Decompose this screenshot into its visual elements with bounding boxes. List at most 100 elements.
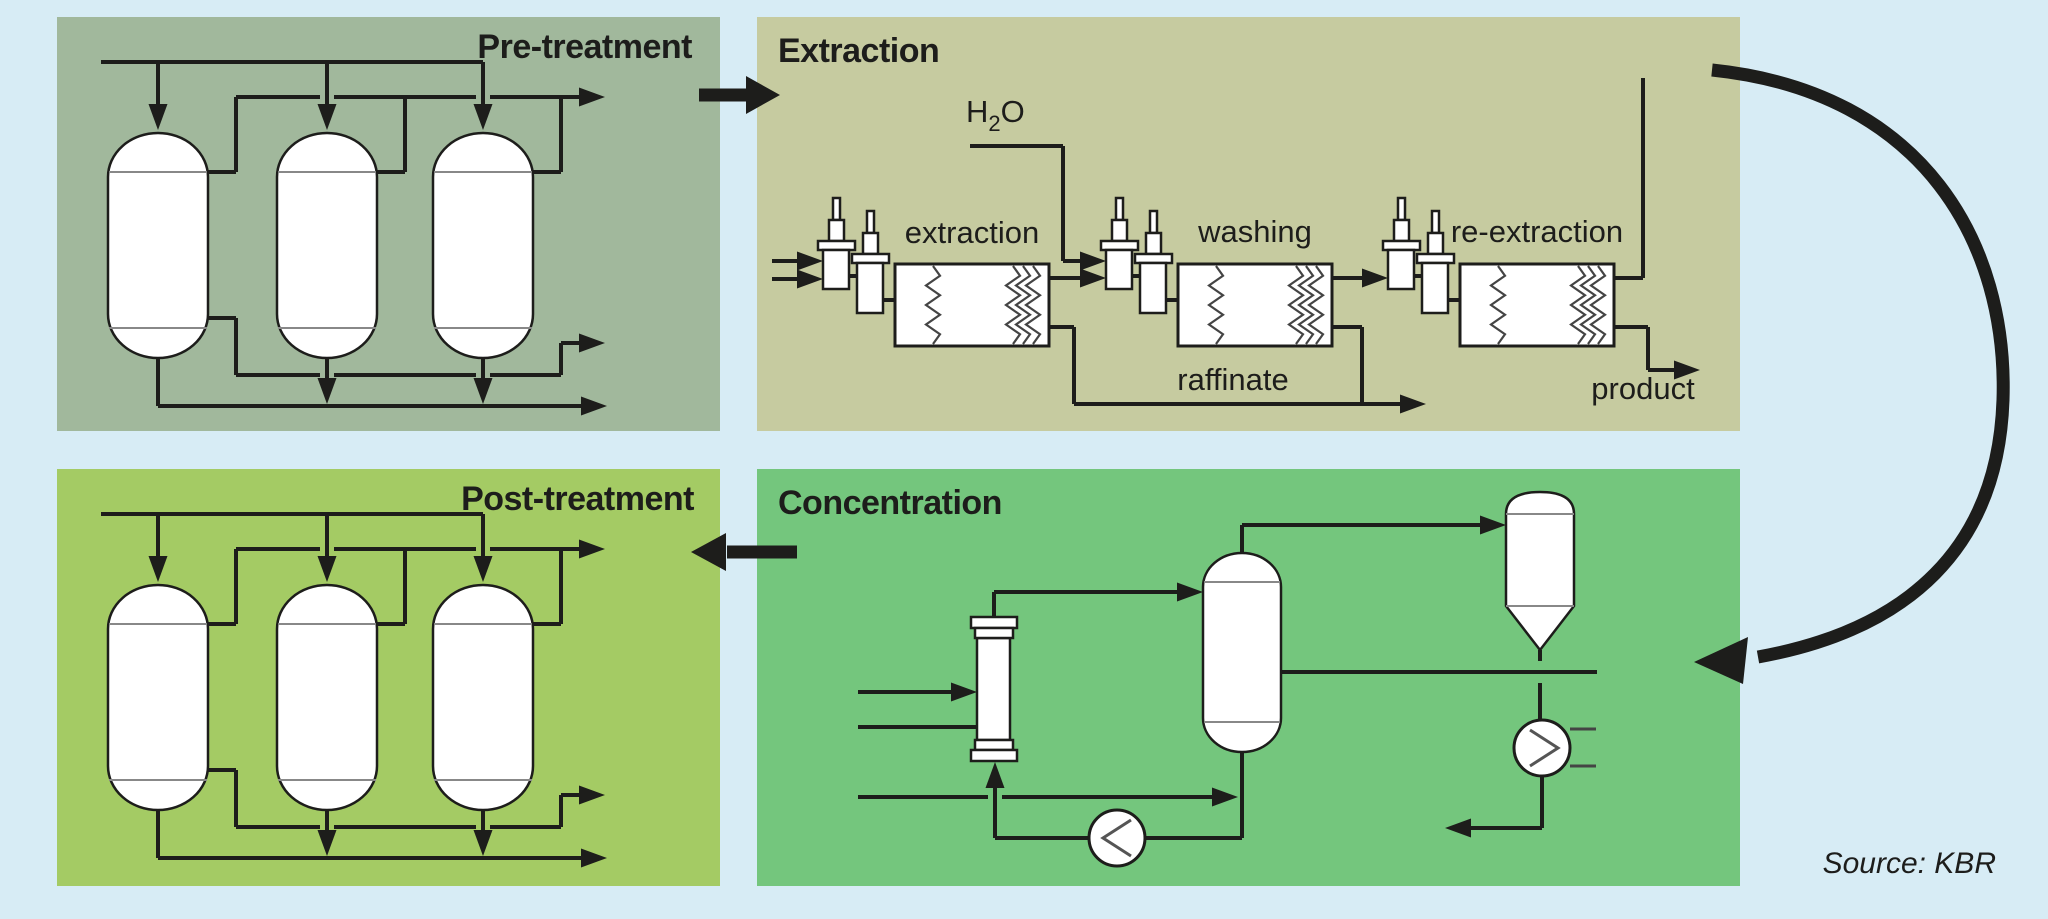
flow-arrowhead <box>317 104 337 130</box>
flow-arrowhead <box>581 848 607 868</box>
mixer-flange <box>1415 252 1456 265</box>
mixer-body <box>1104 248 1134 291</box>
flow-arrowhead <box>1177 582 1203 602</box>
zigzag-packing <box>1024 265 1042 345</box>
flow-arrowhead <box>951 682 977 702</box>
flow-arrowhead <box>985 762 1005 788</box>
treatment-vessel <box>431 131 535 360</box>
mixer-stem <box>865 209 876 235</box>
h2o-label: H2O <box>966 94 1025 136</box>
piping-and-equipment <box>101 60 2010 868</box>
flow-arrowhead <box>579 333 605 353</box>
mixer-stem <box>1396 196 1407 222</box>
flow-arrowhead <box>148 104 168 130</box>
zigzag-packing <box>1207 265 1225 345</box>
flow-arrowhead <box>1212 787 1238 807</box>
flow-arrowhead <box>317 378 337 404</box>
column-flange <box>969 748 1019 763</box>
mixer-flange <box>1133 252 1174 265</box>
mixer-neck <box>1144 231 1163 256</box>
flow-arrowhead <box>1445 818 1471 838</box>
mixer-stem <box>1430 209 1441 235</box>
mixer-neck <box>1392 218 1411 243</box>
mixer-stem <box>831 196 842 222</box>
mixer-stem <box>1114 196 1125 222</box>
pump-chevron-icon <box>1100 818 1132 858</box>
column-flange <box>969 615 1019 630</box>
separator-vessel <box>1201 551 1283 754</box>
mixer-flange <box>850 252 891 265</box>
extraction-to-concentration-curve-arrow <box>1711 63 2010 664</box>
product-label: product <box>1591 371 1695 406</box>
zigzag-packing <box>1579 265 1597 345</box>
column-flange <box>973 738 1015 752</box>
flow-arrowhead <box>579 785 605 805</box>
arrowhead-right <box>746 76 780 114</box>
zigzag-packing <box>1297 265 1315 345</box>
zigzag-packing <box>1004 265 1022 345</box>
mixer-flange <box>816 239 857 252</box>
flow-arrowhead <box>1480 515 1506 535</box>
settler <box>1176 262 1334 348</box>
heat-exchanger-icon <box>1512 718 1572 778</box>
flow-arrowhead <box>473 104 493 130</box>
mixer-body <box>855 261 885 315</box>
column-flange <box>973 626 1015 640</box>
flow-arrowhead <box>473 830 493 856</box>
flow-arrowhead <box>1674 360 1700 380</box>
arrowhead-curve <box>1694 637 1748 684</box>
re-extraction-unit-label: re-extraction <box>1451 214 1623 249</box>
mixer-stem <box>1148 209 1159 235</box>
flow-arrowhead <box>1080 268 1106 288</box>
pump-icon <box>1087 808 1147 868</box>
extraction-title: Extraction <box>778 32 939 70</box>
mixer-body <box>1138 261 1168 315</box>
flow-arrowhead <box>797 269 823 289</box>
flow-arrowhead <box>579 539 605 559</box>
zigzag-packing <box>1589 265 1607 345</box>
heat-exchanger-chevron-icon <box>1529 728 1561 768</box>
pretreatment-title: Pre-treatment <box>477 28 692 66</box>
treatment-vessel <box>275 583 379 812</box>
zigzag-packing <box>1307 265 1325 345</box>
flow-arrowhead <box>317 556 337 582</box>
posttreatment-title: Post-treatment <box>461 480 694 518</box>
flow-arrowhead <box>473 556 493 582</box>
mixer-body <box>1420 261 1450 315</box>
extraction-unit-label: extraction <box>905 215 1039 250</box>
panel-extraction <box>757 17 1740 431</box>
treatment-vessel <box>275 131 379 360</box>
arrowhead-left <box>691 533 726 571</box>
zigzag-packing <box>1014 265 1032 345</box>
mixer-flange <box>1381 239 1422 252</box>
mixer-neck <box>861 231 880 256</box>
zigzag-packing <box>1569 265 1587 345</box>
flow-arrowhead <box>473 378 493 404</box>
zigzag-packing <box>924 265 942 345</box>
zigzag-packing <box>1287 265 1305 345</box>
settler <box>893 262 1051 348</box>
mixer-neck <box>827 218 846 243</box>
mixer-body <box>1386 248 1416 291</box>
settler <box>1458 262 1616 348</box>
mixer-neck <box>1110 218 1129 243</box>
concentration-title: Concentration <box>778 484 1002 522</box>
flow-arrowhead <box>1080 251 1106 271</box>
mixer-flange <box>1099 239 1140 252</box>
treatment-vessel <box>431 583 535 812</box>
flow-arrowhead <box>581 396 607 416</box>
column-body <box>975 636 1012 742</box>
raffinate-label: raffinate <box>1177 362 1288 397</box>
flow-arrowhead <box>579 87 605 107</box>
source-note: Source: KBR <box>1823 847 1996 880</box>
flow-arrowhead <box>1362 268 1388 288</box>
flow-arrowhead <box>148 556 168 582</box>
treatment-vessel <box>106 583 210 812</box>
mixer-neck <box>1426 231 1445 256</box>
flow-arrowhead <box>797 251 823 271</box>
treatment-vessel <box>106 131 210 360</box>
washing-unit-label: washing <box>1197 214 1312 249</box>
flow-arrowhead <box>1400 394 1426 414</box>
flow-arrowhead <box>317 830 337 856</box>
